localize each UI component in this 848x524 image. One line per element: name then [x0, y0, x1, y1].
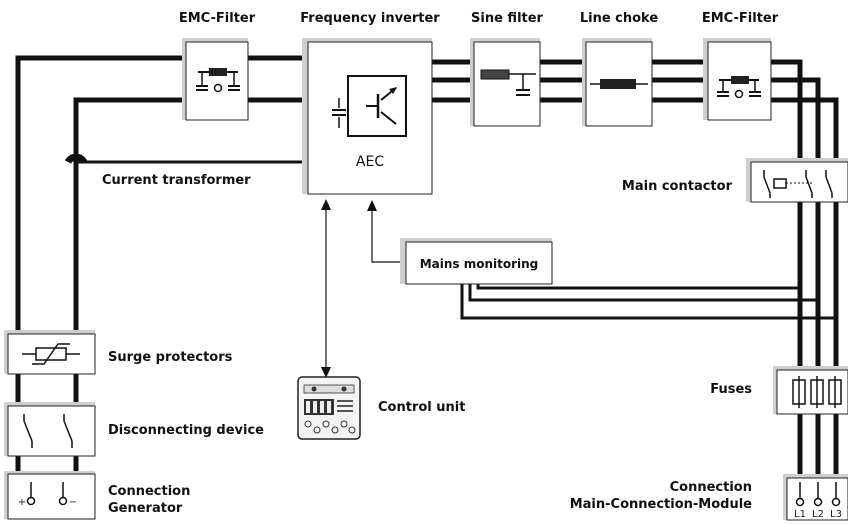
mains-monitoring-wiring — [367, 200, 836, 320]
varistor-icon — [22, 343, 80, 365]
connection-main-label-2: Main-Connection-Module — [570, 497, 752, 512]
current-transformer-label: Current transformer — [102, 173, 251, 188]
dip-switch-icon — [304, 399, 353, 415]
switch-icon — [23, 414, 73, 448]
filter-symbol-icon — [196, 68, 240, 93]
mains-monitoring-label: Mains monitoring — [420, 257, 539, 271]
filter-symbol-icon — [717, 76, 761, 99]
igbt-icon — [347, 75, 407, 137]
control-unit — [297, 376, 361, 440]
terminal-l2-label: L2 — [812, 509, 824, 520]
connection-main-label-1: Connection — [670, 480, 752, 495]
connection-generator-label-1: Connection — [108, 484, 190, 499]
terminal-l1-label: L1 — [794, 509, 806, 520]
choke-icon — [590, 79, 648, 89]
frequency-inverter: AEC — [302, 38, 433, 195]
surge-protectors-label: Surge protectors — [108, 350, 233, 365]
emc-filter-right — [703, 38, 772, 121]
connection-main-module: L1 L2 L3 — [783, 474, 848, 521]
control-unit-label: Control unit — [378, 400, 465, 415]
emc-filter-left — [182, 38, 249, 121]
line-choke — [582, 38, 653, 127]
contactor-icon — [763, 170, 833, 198]
sine-filter-icon — [480, 69, 536, 96]
fuse-icons — [792, 376, 842, 408]
main-contactor — [746, 158, 848, 203]
generator-plus-label: + — [18, 497, 26, 508]
disconnecting-device-label: Disconnecting device — [108, 423, 264, 438]
emc-filter-left-label: EMC-Filter — [179, 11, 256, 26]
terminal-l3-label: L3 — [830, 509, 842, 520]
monitor-arrow — [367, 200, 377, 211]
control-link — [321, 199, 331, 378]
disconnecting-device — [4, 402, 96, 457]
fuses — [773, 366, 848, 415]
fuses-label: Fuses — [710, 382, 752, 397]
mains-monitoring: Mains monitoring — [400, 238, 553, 285]
current-transformer-wire — [64, 153, 310, 164]
sine-filter — [470, 38, 541, 127]
terminal-screws-icon — [304, 420, 356, 434]
frequency-inverter-label: Frequency inverter — [300, 11, 440, 26]
mains-terminals-icon — [795, 482, 841, 507]
generator-terminals-icon — [26, 482, 68, 506]
sine-filter-label: Sine filter — [471, 11, 544, 26]
emc-filter-right-label: EMC-Filter — [702, 11, 779, 26]
connection-generator: + − — [4, 471, 96, 520]
generator-minus-label: − — [69, 497, 77, 508]
capacitor-icon — [332, 98, 346, 128]
labels: EMC-Filter Frequency inverter Sine filte… — [102, 11, 779, 516]
line-choke-label: Line choke — [580, 11, 659, 26]
main-contactor-label: Main contactor — [622, 179, 733, 194]
connection-generator-label-2: Generator — [108, 501, 183, 516]
aec-label: AEC — [356, 154, 384, 170]
current-transformer-icon — [64, 153, 88, 164]
surge-protectors — [4, 330, 96, 375]
